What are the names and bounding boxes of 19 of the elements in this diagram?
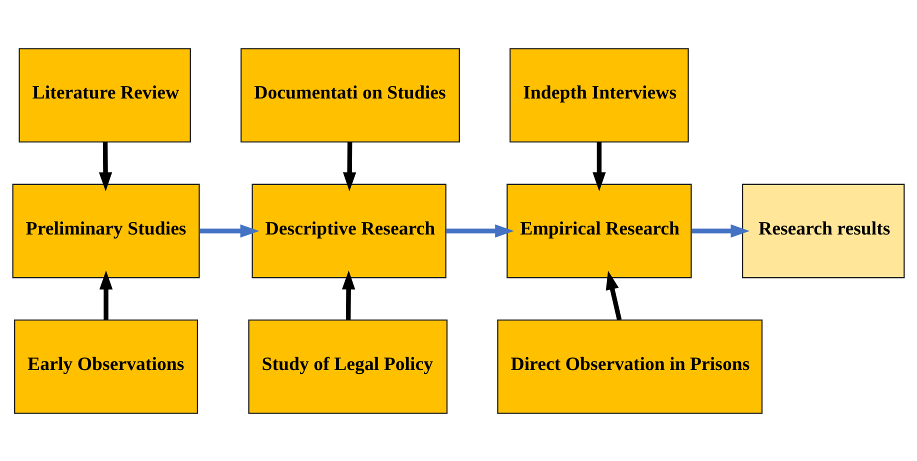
node-box: Documentati on Studies [240, 48, 460, 142]
node-box: Indepth Interviews [510, 48, 689, 142]
node-box: Preliminary Studies [12, 183, 200, 278]
node-box: Study of Legal Policy [248, 318, 448, 414]
node-box: Research results [742, 183, 905, 278]
arrow [98, 141, 112, 191]
arrow [692, 224, 750, 238]
arrow [99, 270, 113, 320]
node-box: Early Observations [14, 318, 198, 414]
node-box: Direct Observation in Prisons [497, 318, 763, 414]
arrow [342, 141, 356, 191]
node-box: Empirical Research [506, 183, 692, 278]
arrow [592, 142, 606, 191]
node-box: Literature Review [18, 48, 191, 142]
arrow [342, 270, 356, 320]
arrow [200, 224, 260, 238]
arrow [606, 270, 622, 320]
node-box: Descriptive Research [252, 183, 446, 278]
arrow [446, 224, 514, 238]
